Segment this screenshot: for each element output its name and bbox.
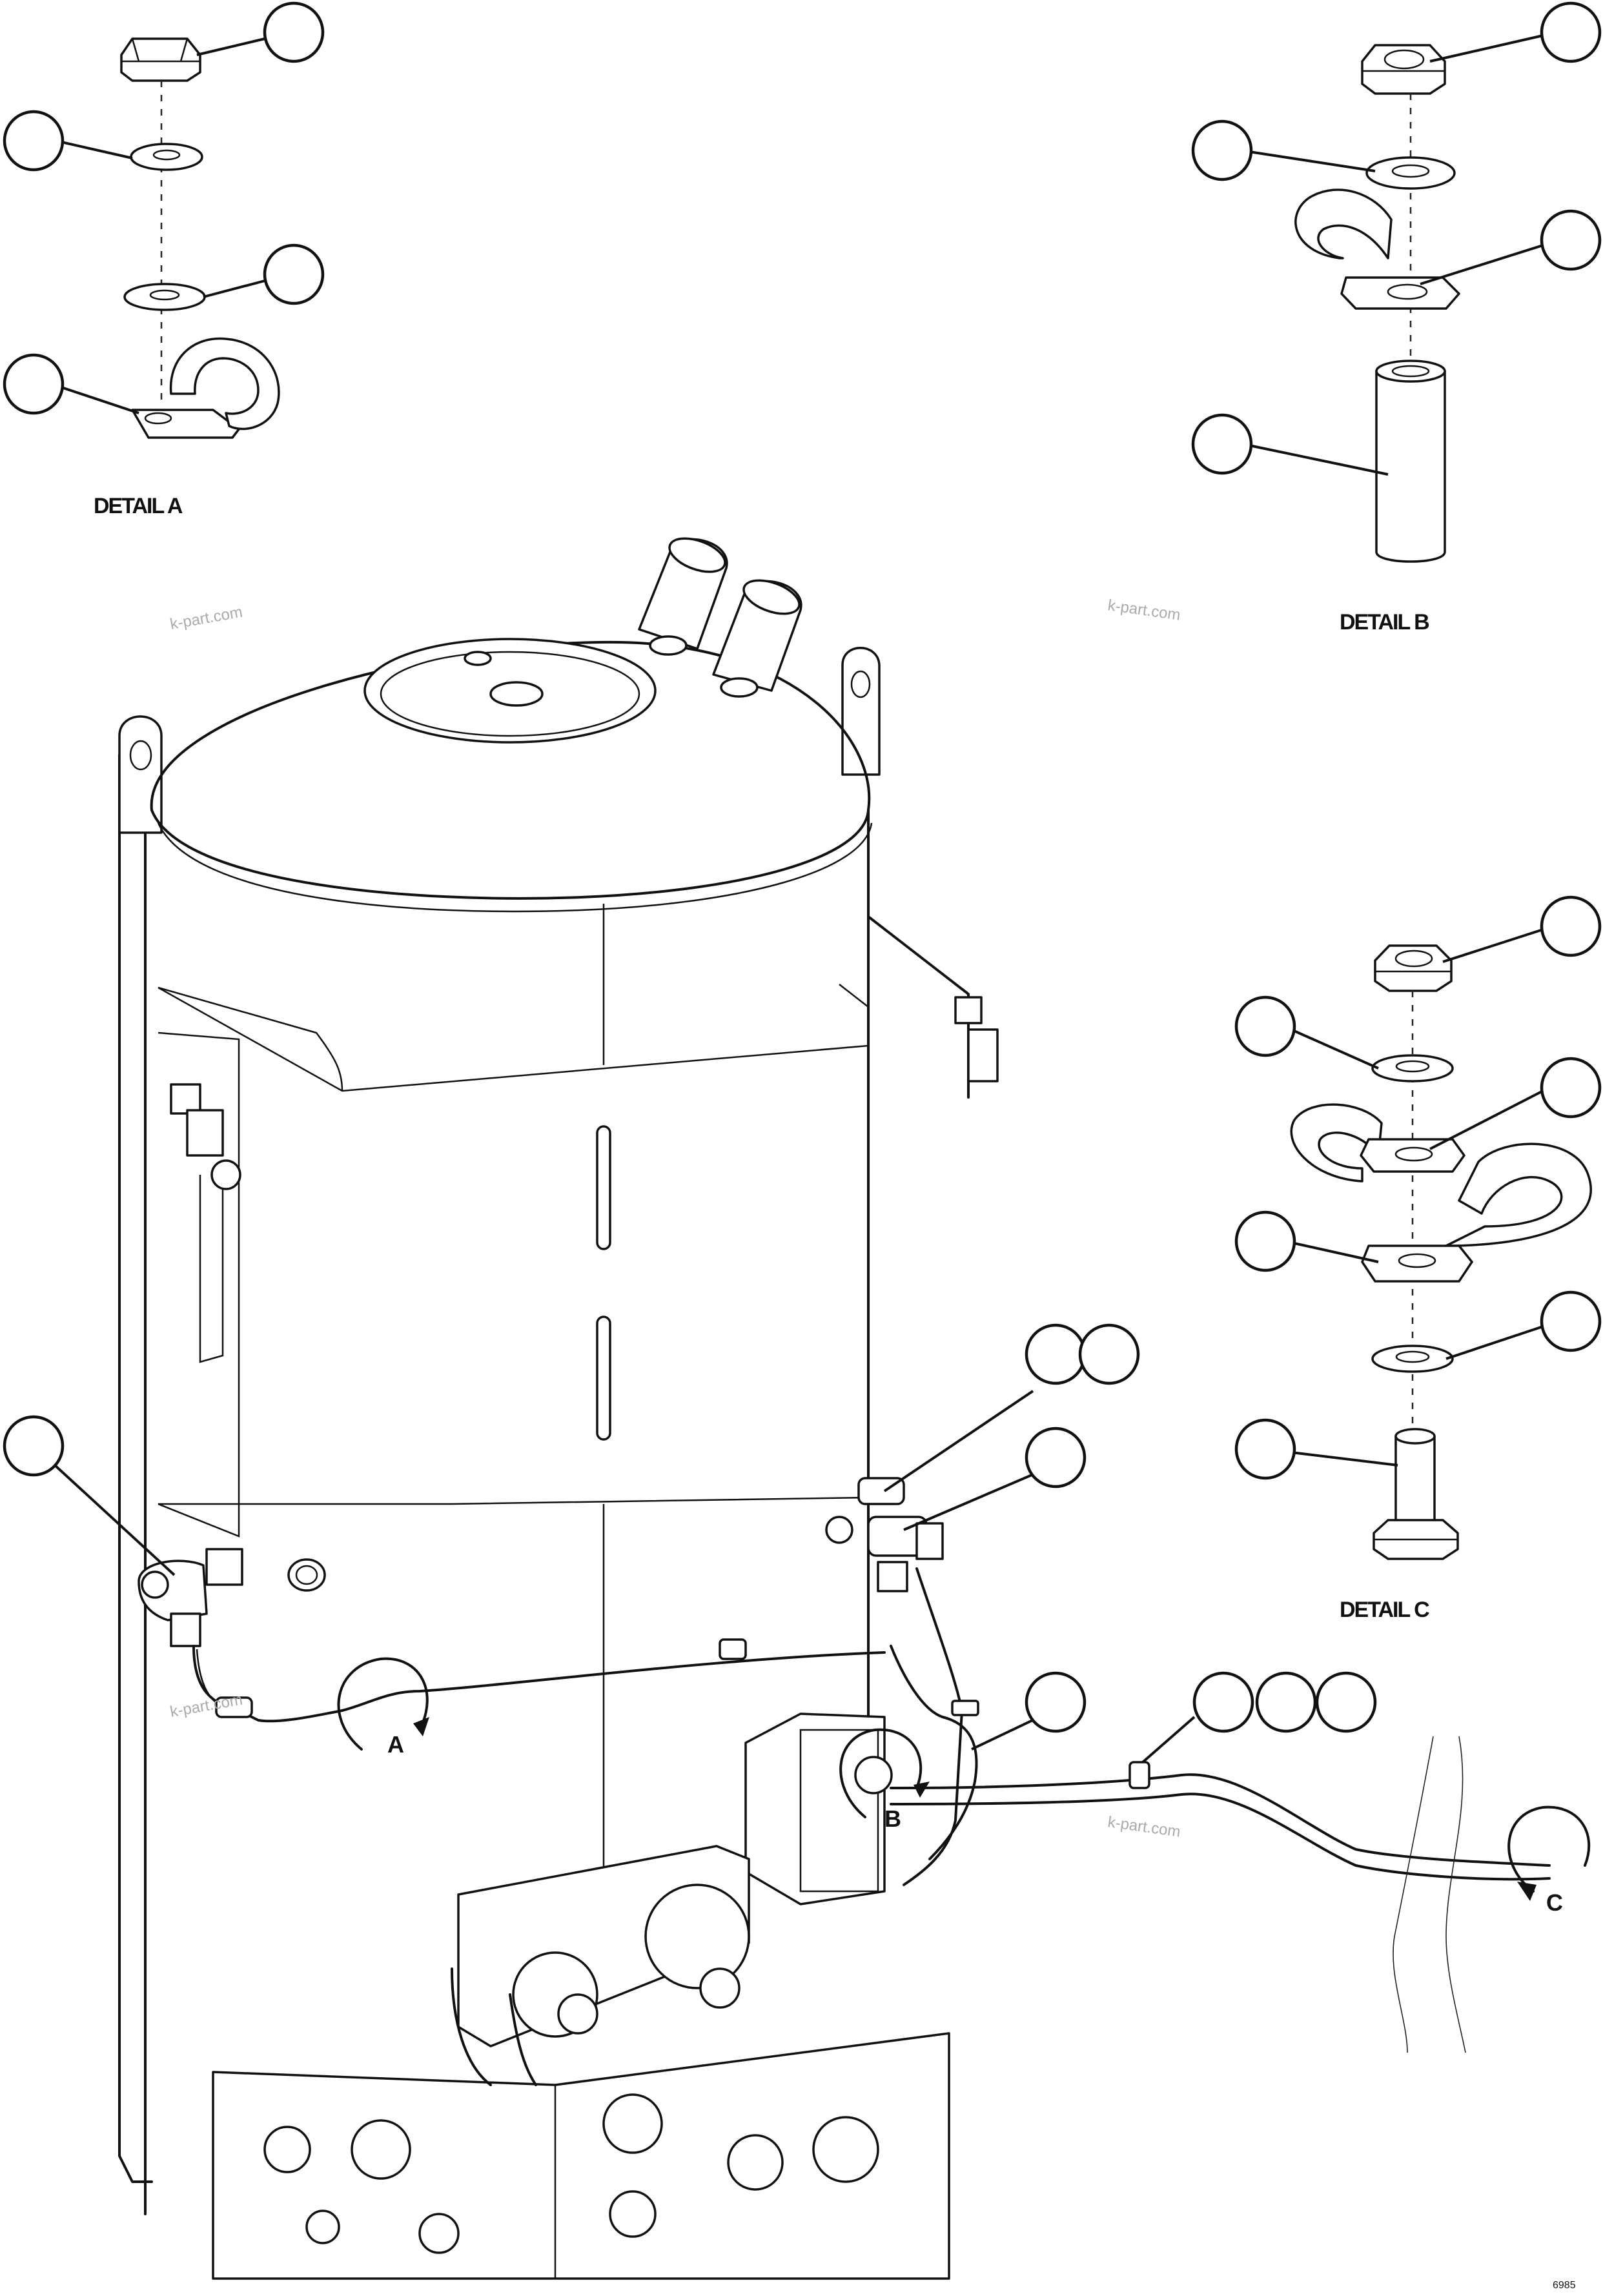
callout-balloon xyxy=(1234,1418,1296,1480)
detail-c-hex-nut xyxy=(1374,944,1453,992)
drawing-code: 6985 xyxy=(1553,2280,1576,2291)
view-marker-b: B xyxy=(839,1728,930,1832)
detail-a-washer-lower xyxy=(123,283,206,311)
detail-a-hex-nut xyxy=(120,37,201,82)
callout-balloon xyxy=(1191,413,1253,475)
watermark: k-part.com xyxy=(1107,1813,1181,1841)
view-marker-b-letter: B xyxy=(884,1805,901,1832)
callout-balloon xyxy=(1540,1057,1602,1119)
right-sensor-fittings xyxy=(825,1477,944,1592)
watermark: k-part.com xyxy=(168,604,243,633)
callout-balloons xyxy=(3,1,1602,1763)
junction-box xyxy=(744,1712,893,1905)
harness-wire-b xyxy=(890,1645,978,1860)
detail-c-bolt xyxy=(1373,1428,1459,1560)
callout-balloon xyxy=(1540,1,1602,63)
sight-slot-upper xyxy=(596,1125,611,1250)
callout-balloon xyxy=(1255,1671,1317,1733)
callout-balloon xyxy=(1025,1323,1087,1385)
detail-c-p-clamp-upper xyxy=(1290,1103,1465,1183)
callout-balloon xyxy=(1025,1671,1087,1733)
detail-a-washer-upper xyxy=(130,143,203,171)
view-marker-a: A xyxy=(337,1657,429,1758)
watermark: k-part.com xyxy=(1107,596,1181,624)
callout-balloon xyxy=(263,243,325,305)
tank-top-flange xyxy=(363,638,657,744)
detail-c-p-clamp-lower xyxy=(1361,1143,1592,1283)
callout-balloon xyxy=(1540,895,1602,957)
callout-balloon xyxy=(3,110,65,172)
callout-balloon xyxy=(3,353,65,415)
callout-balloon xyxy=(1025,1427,1087,1488)
side-bracket-bolt xyxy=(170,1083,241,1190)
callout-balloon xyxy=(1192,1671,1254,1733)
detail-b-group: DETAIL B xyxy=(1294,44,1460,635)
detail-c-washer-upper xyxy=(1371,1054,1454,1082)
harness-wire-a xyxy=(192,1645,886,1723)
callout-balloon xyxy=(1540,209,1602,271)
detail-b-title: DETAIL B xyxy=(1340,610,1429,635)
callout-balloon xyxy=(1315,1671,1377,1733)
drain-port xyxy=(287,1558,326,1592)
callout-balloon xyxy=(1540,1290,1602,1352)
callout-balloon xyxy=(1191,119,1253,181)
callout-balloon xyxy=(1078,1323,1140,1385)
view-marker-a-letter: A xyxy=(387,1731,404,1758)
tank-assembly xyxy=(118,537,1551,2280)
valve-mount-plate xyxy=(457,1845,750,2047)
view-marker-c-letter: C xyxy=(1546,1889,1563,1916)
harness-wire-c xyxy=(890,1773,1551,1867)
detail-a-title: DETAIL A xyxy=(94,494,183,518)
view-marker-c: C xyxy=(1507,1805,1591,1916)
harness-clip xyxy=(719,1638,1150,1789)
left-sensor-fitting xyxy=(138,1548,243,1647)
detail-a-p-clamp xyxy=(131,337,280,439)
breather-filter-2 xyxy=(712,579,802,698)
breather-filter-1 xyxy=(638,537,728,656)
detail-a-group: DETAIL A xyxy=(94,37,280,518)
detail-b-washer xyxy=(1365,156,1456,190)
callout-balloon xyxy=(3,1415,65,1477)
detail-c-group: DETAIL C xyxy=(1290,944,1592,1622)
detail-c-title: DETAIL C xyxy=(1340,1598,1429,1622)
detail-b-hex-nut xyxy=(1361,44,1446,95)
detail-c-washer-lower xyxy=(1371,1345,1454,1373)
callout-balloon xyxy=(1234,995,1296,1057)
sight-slot-lower xyxy=(596,1316,611,1441)
callout-balloon xyxy=(1234,1210,1296,1272)
base-manifold xyxy=(212,2032,950,2280)
callout-balloon xyxy=(263,1,325,63)
detail-b-spacer-tube xyxy=(1375,360,1446,563)
side-bracket-bolt-right xyxy=(954,996,999,1082)
detail-b-p-clamp xyxy=(1294,188,1460,310)
